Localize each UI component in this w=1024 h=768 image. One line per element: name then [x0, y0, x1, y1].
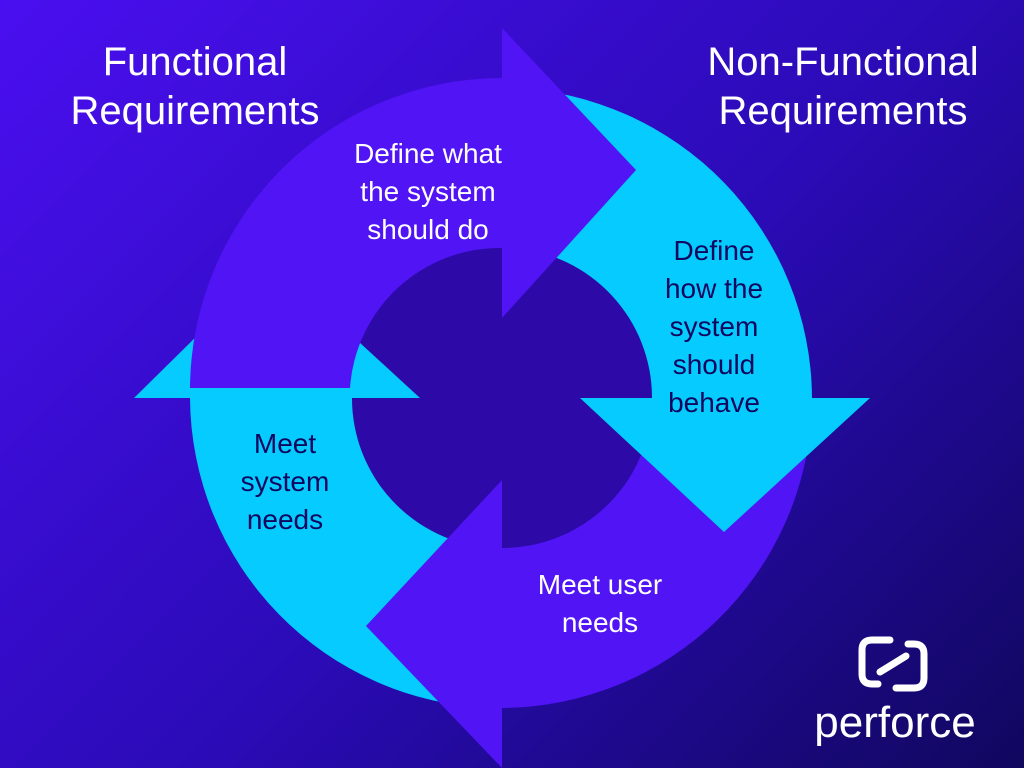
brand-wordmark: perforce — [814, 698, 976, 747]
non-functional-requirements-heading: Non-Functional Requirements — [707, 40, 979, 133]
arrow-define-what-system-does — [190, 28, 636, 388]
step-label-meet-user-needs: Meet user needs — [537, 569, 663, 638]
brand-logo: perforce — [800, 630, 990, 750]
cycle-center — [342, 238, 662, 558]
perforce-logo-icon — [858, 636, 928, 692]
functional-requirements-heading: Functional Requirements — [70, 40, 320, 133]
step-label-meet-system-needs: Meet system needs — [240, 428, 330, 535]
step-label-define-what: Define what the system should do — [354, 138, 502, 245]
step-label-define-how: Define how the system should behave — [664, 235, 764, 418]
